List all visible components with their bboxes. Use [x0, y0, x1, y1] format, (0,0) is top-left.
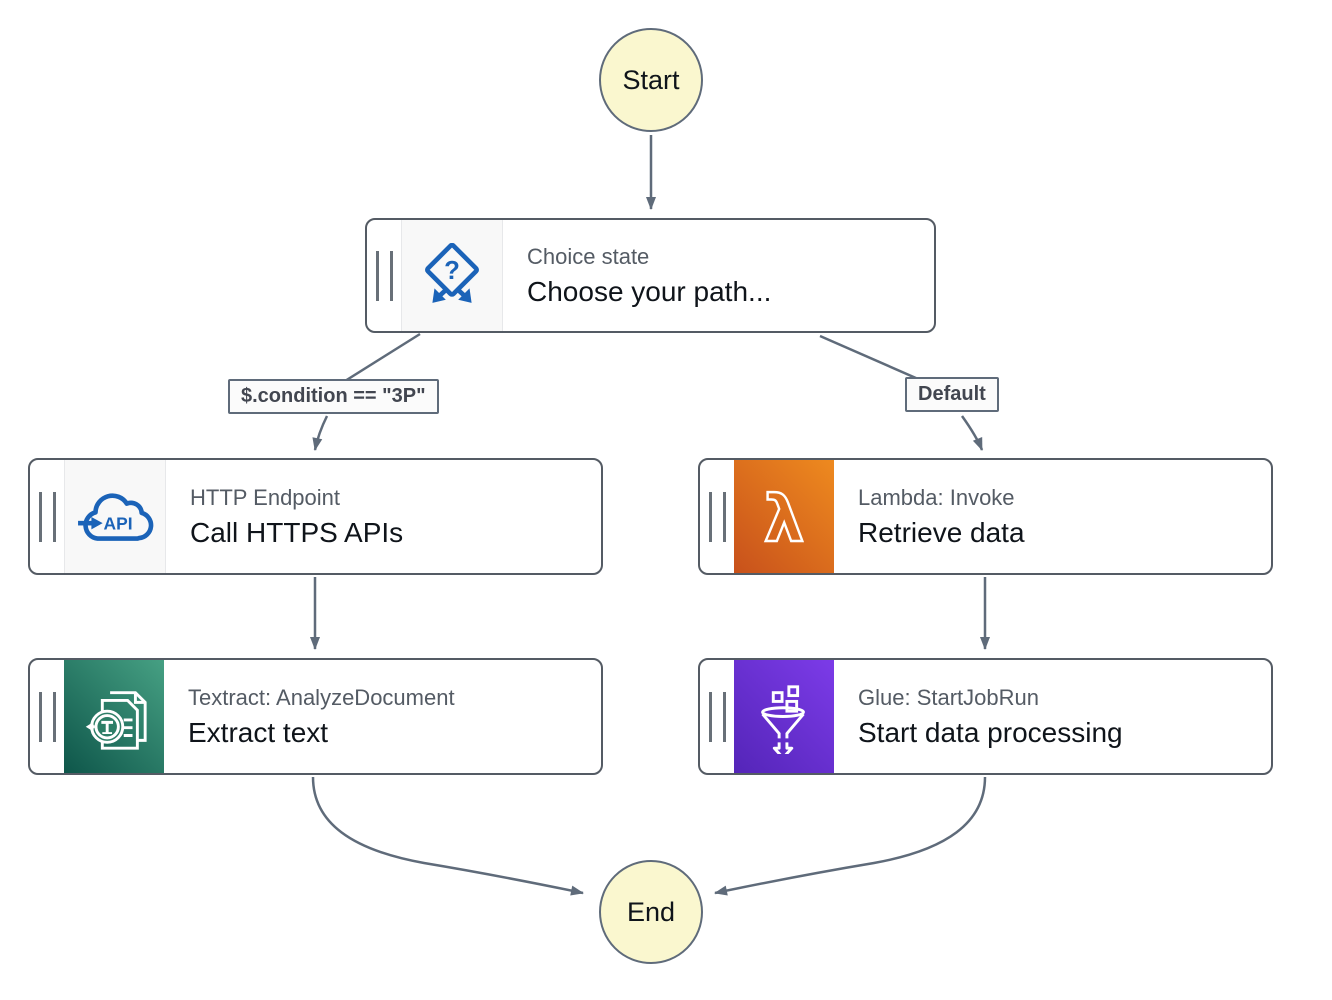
node-type-label: Choice state: [527, 243, 650, 269]
svg-text:?: ?: [444, 257, 460, 285]
edge-default-label-to-lambda: [960, 415, 984, 451]
grip-icon: [38, 491, 56, 542]
choice-icon: ?: [401, 220, 503, 331]
end-node: End: [599, 860, 703, 964]
node-type-label: Textract: AnalyzeDocument: [188, 684, 455, 710]
drag-handle[interactable]: [30, 660, 64, 773]
edge-choice-to-default-label: [819, 334, 926, 384]
drag-handle[interactable]: [367, 220, 401, 331]
start-label: Start: [622, 64, 680, 95]
node-name-label: Extract text: [188, 716, 329, 748]
node-name-label: Choose your path...: [527, 275, 772, 307]
end-label: End: [626, 896, 676, 927]
drag-handle[interactable]: [30, 460, 64, 573]
edge-label-condition: $.condition == "3P": [228, 379, 439, 414]
grip-icon: [708, 691, 726, 742]
node-lambda-invoke[interactable]: λ Lambda: Invoke Retrieve data: [698, 458, 1273, 575]
node-type-label: Glue: StartJobRun: [858, 684, 1039, 710]
drag-handle[interactable]: [700, 660, 734, 773]
edge-choice-to-condition-label: [344, 332, 421, 383]
node-name-label: Call HTTPS APIs: [190, 516, 404, 548]
node-name-label: Start data processing: [858, 716, 1123, 748]
edge-glue-to-end: [714, 776, 987, 896]
node-glue-startjobrun[interactable]: Glue: StartJobRun Start data processing: [698, 658, 1273, 775]
svg-text:λ: λ: [764, 483, 805, 555]
drag-handle[interactable]: [700, 460, 734, 573]
node-name-label: Retrieve data: [858, 516, 1025, 548]
node-type-label: HTTP Endpoint: [190, 484, 341, 510]
node-type-label: Lambda: Invoke: [858, 484, 1015, 510]
glue-icon: [734, 660, 834, 773]
edge-textract-to-end: [311, 776, 584, 896]
node-http-endpoint[interactable]: API HTTP Endpoint Call HTTPS APIs: [28, 458, 603, 575]
grip-icon: [708, 491, 726, 542]
grip-icon: [38, 691, 56, 742]
edge-condition-label-to-http: [312, 415, 329, 451]
node-textract-analyzedocument[interactable]: Textract: AnalyzeDocument Extract text: [28, 658, 603, 775]
node-choice-state[interactable]: ? Choice state Choose your path...: [365, 218, 936, 333]
edge-label-default: Default: [905, 377, 999, 412]
lambda-icon: λ: [734, 460, 834, 573]
svg-text:API: API: [104, 513, 133, 533]
start-node: Start: [599, 28, 703, 132]
api-cloud-icon: API: [64, 460, 166, 573]
grip-icon: [375, 250, 393, 301]
textract-icon: [64, 660, 164, 773]
